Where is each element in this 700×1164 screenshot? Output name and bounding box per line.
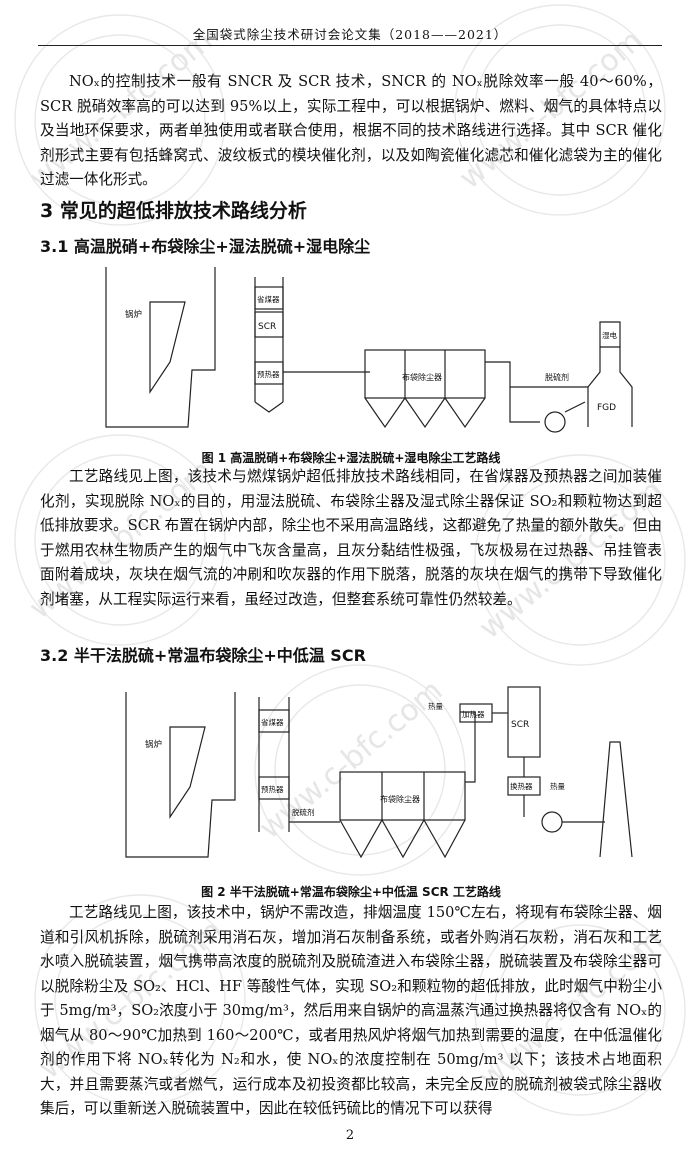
fig2-label-heater: 加热器 — [462, 709, 485, 719]
boiler-nose — [149, 301, 186, 394]
subsection-heading-3-1: 3.1 高温脱硝+布袋除尘+湿法脱硫+湿电除尘 — [40, 237, 371, 256]
page-number: 2 — [345, 1128, 355, 1143]
wesp-top — [599, 321, 621, 347]
duct-to-fgd — [564, 401, 586, 413]
header-rule — [38, 45, 662, 46]
duct-to-heater — [460, 711, 476, 783]
intro-paragraph: NOₓ的控制技术一般有 SNCR 及 SCR 技术，SNCR 的 NOₓ脱除效率… — [40, 73, 662, 188]
fan — [544, 411, 566, 433]
boiler-outline — [125, 692, 236, 858]
figure-1-diagram: 锅炉 省煤器 SCR 预热器 布袋除尘器 脱硫剂 湿电 FGD — [105, 267, 633, 433]
fgd-tower — [587, 346, 633, 427]
fig2-label-boiler: 锅炉 — [145, 739, 162, 750]
boiler-nose — [169, 726, 206, 819]
fig2-label-desulfurizer: 脱硫剂 — [292, 807, 315, 817]
figure-1-caption: 图 1 高温脱硝+布袋除尘+湿法脱硫+湿电除尘工艺路线 — [201, 451, 501, 465]
fig2-label-exchanger: 换热器 — [510, 781, 533, 791]
figure-2-caption: 图 2 半干法脱硫+常温布袋除尘+中低温 SCR 工艺路线 — [201, 885, 501, 899]
fig2-label-preheater: 预热器 — [261, 784, 284, 794]
fig1-label-scr: SCR — [258, 322, 276, 332]
fig1-label-economizer: 省煤器 — [257, 294, 280, 304]
baghouse-body — [339, 771, 466, 821]
fig1-label-boiler: 锅炉 — [125, 309, 142, 320]
fig1-label-preheater: 预热器 — [257, 369, 280, 379]
fig1-label-desulfurizer: 脱硫剂 — [545, 372, 569, 382]
section-heading: 3 常见的超低排放技术路线分析 — [40, 200, 307, 222]
paragraph-3-2: 工艺路线见上图，该技术中，锅炉不需改造，排烟温度 150℃左右，将现有布袋除尘器… — [40, 904, 662, 1117]
fig2-label-scr: SCR — [511, 720, 529, 730]
subsection-heading-3-2: 3.2 半干法脱硫+常温布袋除尘+中低温 SCR — [40, 646, 366, 665]
fan — [541, 811, 563, 833]
fig2-label-baghouse: 布袋除尘器 — [380, 794, 420, 804]
stack — [599, 741, 633, 858]
fig2-label-heat-in: 热量 — [428, 701, 443, 711]
fig1-label-wesp: 湿电 — [602, 330, 617, 340]
duct-to-fan — [485, 361, 540, 423]
figure-2-diagram: 锅炉 省煤器 预热器 脱硫剂 布袋除尘器 热量 加热器 SCR 换热器 热量 — [125, 686, 633, 859]
fig2-label-heat-out: 热量 — [550, 781, 565, 791]
baghouse-body — [364, 349, 486, 399]
running-header: 全国袋式除尘技术研讨会论文集（2018——2021） — [192, 27, 508, 42]
fig2-label-economizer: 省煤器 — [261, 717, 284, 727]
paragraph-3-1: 工艺路线见上图，该技术与燃煤锅炉超低排放技术路线相同，在省煤器及预热器之间加装催… — [40, 468, 662, 608]
fig1-label-baghouse: 布袋除尘器 — [402, 372, 442, 382]
boiler-outline — [105, 267, 216, 428]
fig1-label-fgd: FGD — [597, 403, 616, 413]
